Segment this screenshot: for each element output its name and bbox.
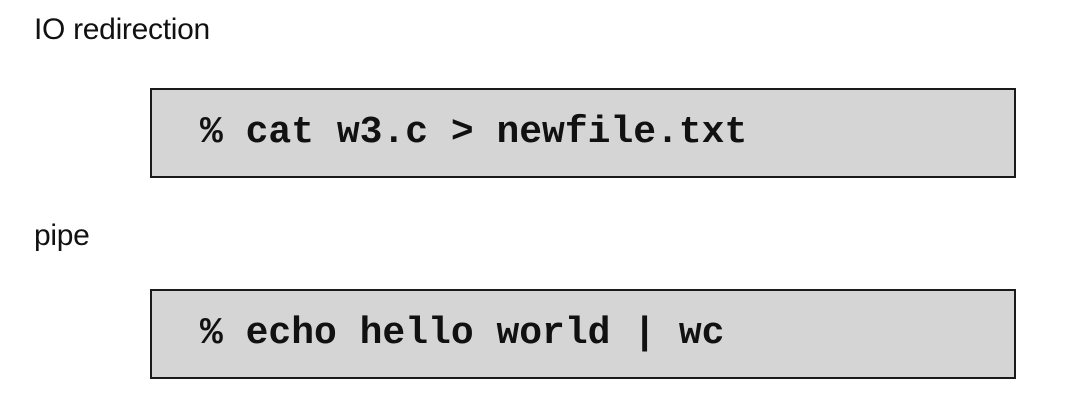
pipe-heading: pipe <box>34 219 90 252</box>
pipe-command: % echo hello world | wc <box>200 312 725 355</box>
io-redirection-command: % cat w3.c > newfile.txt <box>200 111 748 154</box>
io-redirection-command-box: % cat w3.c > newfile.txt <box>150 88 1016 178</box>
io-redirection-heading: IO redirection <box>34 13 210 46</box>
pipe-command-box: % echo hello world | wc <box>150 289 1016 379</box>
